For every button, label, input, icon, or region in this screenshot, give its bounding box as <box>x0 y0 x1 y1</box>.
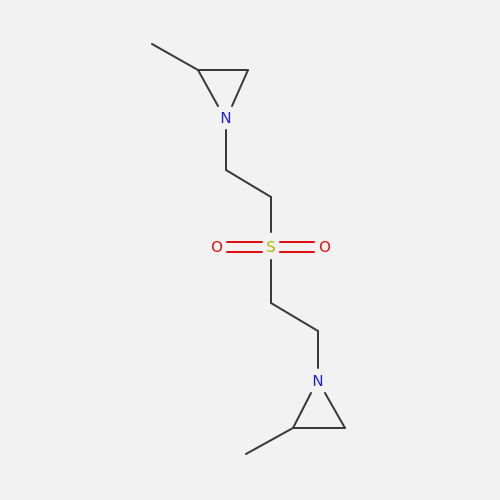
methyl-bond-top <box>151 43 199 71</box>
atom-label-nitrogen-top: N <box>220 109 231 127</box>
ring-cn-bond-top-right <box>231 69 249 107</box>
atom-label-sulfur: S <box>266 238 276 256</box>
chain-bond-bottom-1 <box>270 302 319 332</box>
atom-label-oxygen-left: O <box>211 238 223 256</box>
methyl-bond-bottom <box>245 427 294 455</box>
ring-cn-bond-bottom-left <box>292 392 312 429</box>
chain-bond-top-1 <box>225 169 272 198</box>
ring-cn-bond-top-left <box>197 69 219 107</box>
ring-cn-bond-bottom-right <box>324 392 346 429</box>
atom-label-nitrogen-bottom: N <box>312 372 323 390</box>
atom-label-oxygen-right: O <box>319 238 331 256</box>
